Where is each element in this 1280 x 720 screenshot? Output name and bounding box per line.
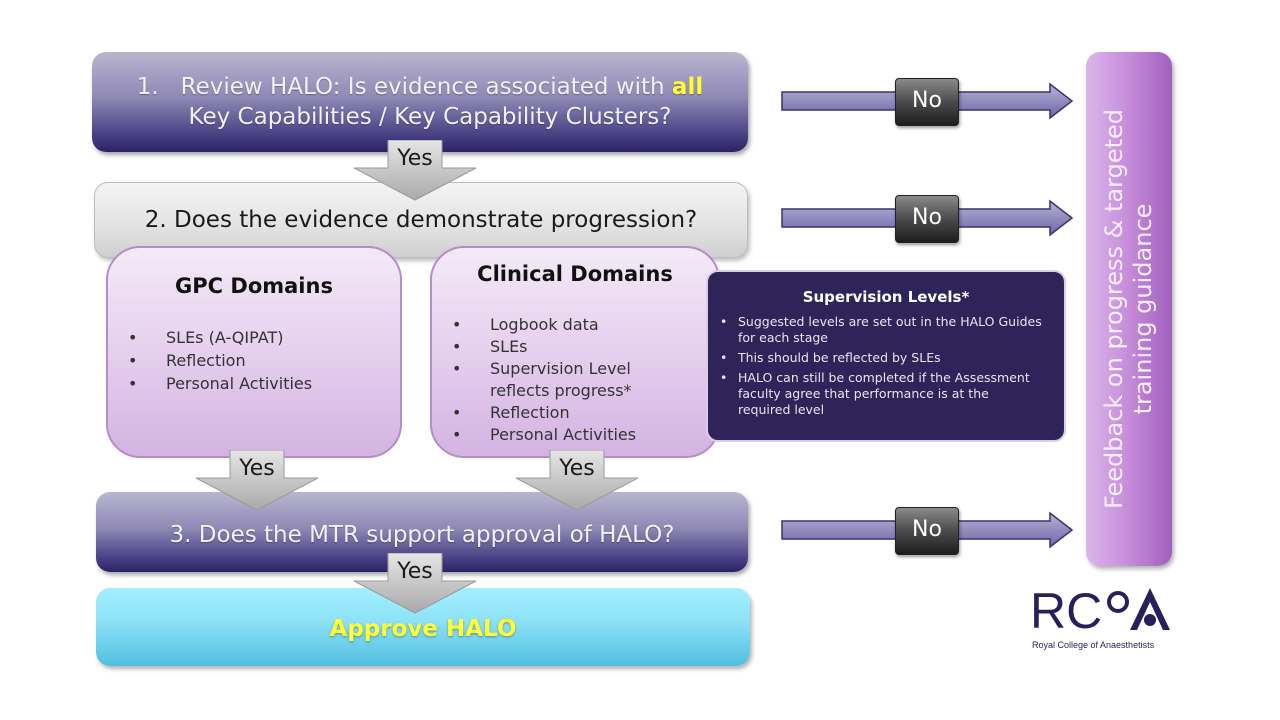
approve-halo-text: Approve HALO (329, 616, 517, 642)
yes-arrow-step1: Yes (350, 140, 480, 201)
down-arrow-icon (353, 553, 477, 614)
list-item: SLEs (A-QIPAT) (122, 326, 312, 349)
clinical-domains-title: Clinical Domains (477, 262, 673, 286)
down-arrow-icon (353, 140, 477, 201)
step3-text: 3. Does the MTR support approval of HALO… (169, 522, 675, 548)
rcoa-logo-icon: RC (1030, 584, 1170, 634)
rcoa-logo: RC Royal College of Anaesthetists (1030, 584, 1190, 656)
gpc-domains-title: GPC Domains (175, 274, 333, 298)
yes-label: Yes (559, 456, 595, 481)
list-item: Suggested levels are set out in the HALO… (714, 314, 1044, 346)
list-item: Reflection (122, 349, 312, 372)
yes-arrow-step3: Yes (350, 553, 480, 614)
gpc-domains-box: GPC Domains SLEs (A-QIPAT) Reflection Pe… (106, 246, 402, 458)
down-arrow-icon (515, 450, 639, 511)
list-item: Personal Activities (446, 424, 676, 446)
yes-label: Yes (239, 456, 275, 481)
rcoa-logo-name: Royal College of Anaesthetists (1032, 640, 1155, 650)
yes-label: Yes (397, 559, 433, 584)
list-item: Logbook data (446, 314, 676, 336)
yes-label: Yes (397, 146, 433, 171)
down-arrow-icon (195, 450, 319, 511)
supervision-levels-title: Supervision Levels* (802, 288, 970, 306)
step1-line2: Key Capabilities / Key Capability Cluste… (188, 104, 672, 130)
approve-halo-box: Approve HALO (96, 588, 750, 666)
list-item: Personal Activities (122, 372, 312, 395)
step2-text: 2. Does the evidence demonstrate progres… (144, 207, 698, 233)
list-item: Reflection (446, 402, 676, 424)
feedback-box: Feedback on progress & targeted training… (1086, 52, 1172, 566)
no-arrow-step2: No (780, 195, 1080, 243)
step1-highlight: all (671, 74, 704, 100)
gpc-domains-list: SLEs (A-QIPAT) Reflection Personal Activ… (122, 326, 312, 395)
step1-number: 1. (136, 74, 159, 100)
no-arrow-step3: No (780, 507, 1080, 555)
yes-arrow-gpc: Yes (192, 450, 322, 511)
feedback-text: Feedback on progress & targeted training… (1100, 109, 1157, 509)
step1-box: 1. Review HALO: Is evidence associated w… (92, 52, 748, 152)
yes-arrow-clinical: Yes (512, 450, 642, 511)
no-label: No (895, 78, 959, 126)
list-item: HALO can still be completed if the Asses… (714, 370, 1044, 418)
clinical-domains-list: Logbook data SLEs Supervision Level refl… (446, 314, 676, 446)
list-item: SLEs (446, 336, 676, 358)
step1-line1: Review HALO: Is evidence associated with (180, 74, 672, 100)
no-label: No (895, 195, 959, 243)
supervision-levels-box: Supervision Levels* Suggested levels are… (706, 270, 1066, 442)
supervision-levels-list: Suggested levels are set out in the HALO… (714, 314, 1044, 418)
step3-box: 3. Does the MTR support approval of HALO… (96, 492, 748, 572)
no-label: No (895, 507, 959, 555)
list-item: This should be reflected by SLEs (714, 350, 1044, 366)
list-item: Supervision Level reflects progress* (446, 358, 676, 402)
clinical-domains-box: Clinical Domains Logbook data SLEs Super… (430, 246, 720, 458)
svg-text:RC: RC (1030, 584, 1102, 634)
no-arrow-step1: No (780, 78, 1080, 126)
